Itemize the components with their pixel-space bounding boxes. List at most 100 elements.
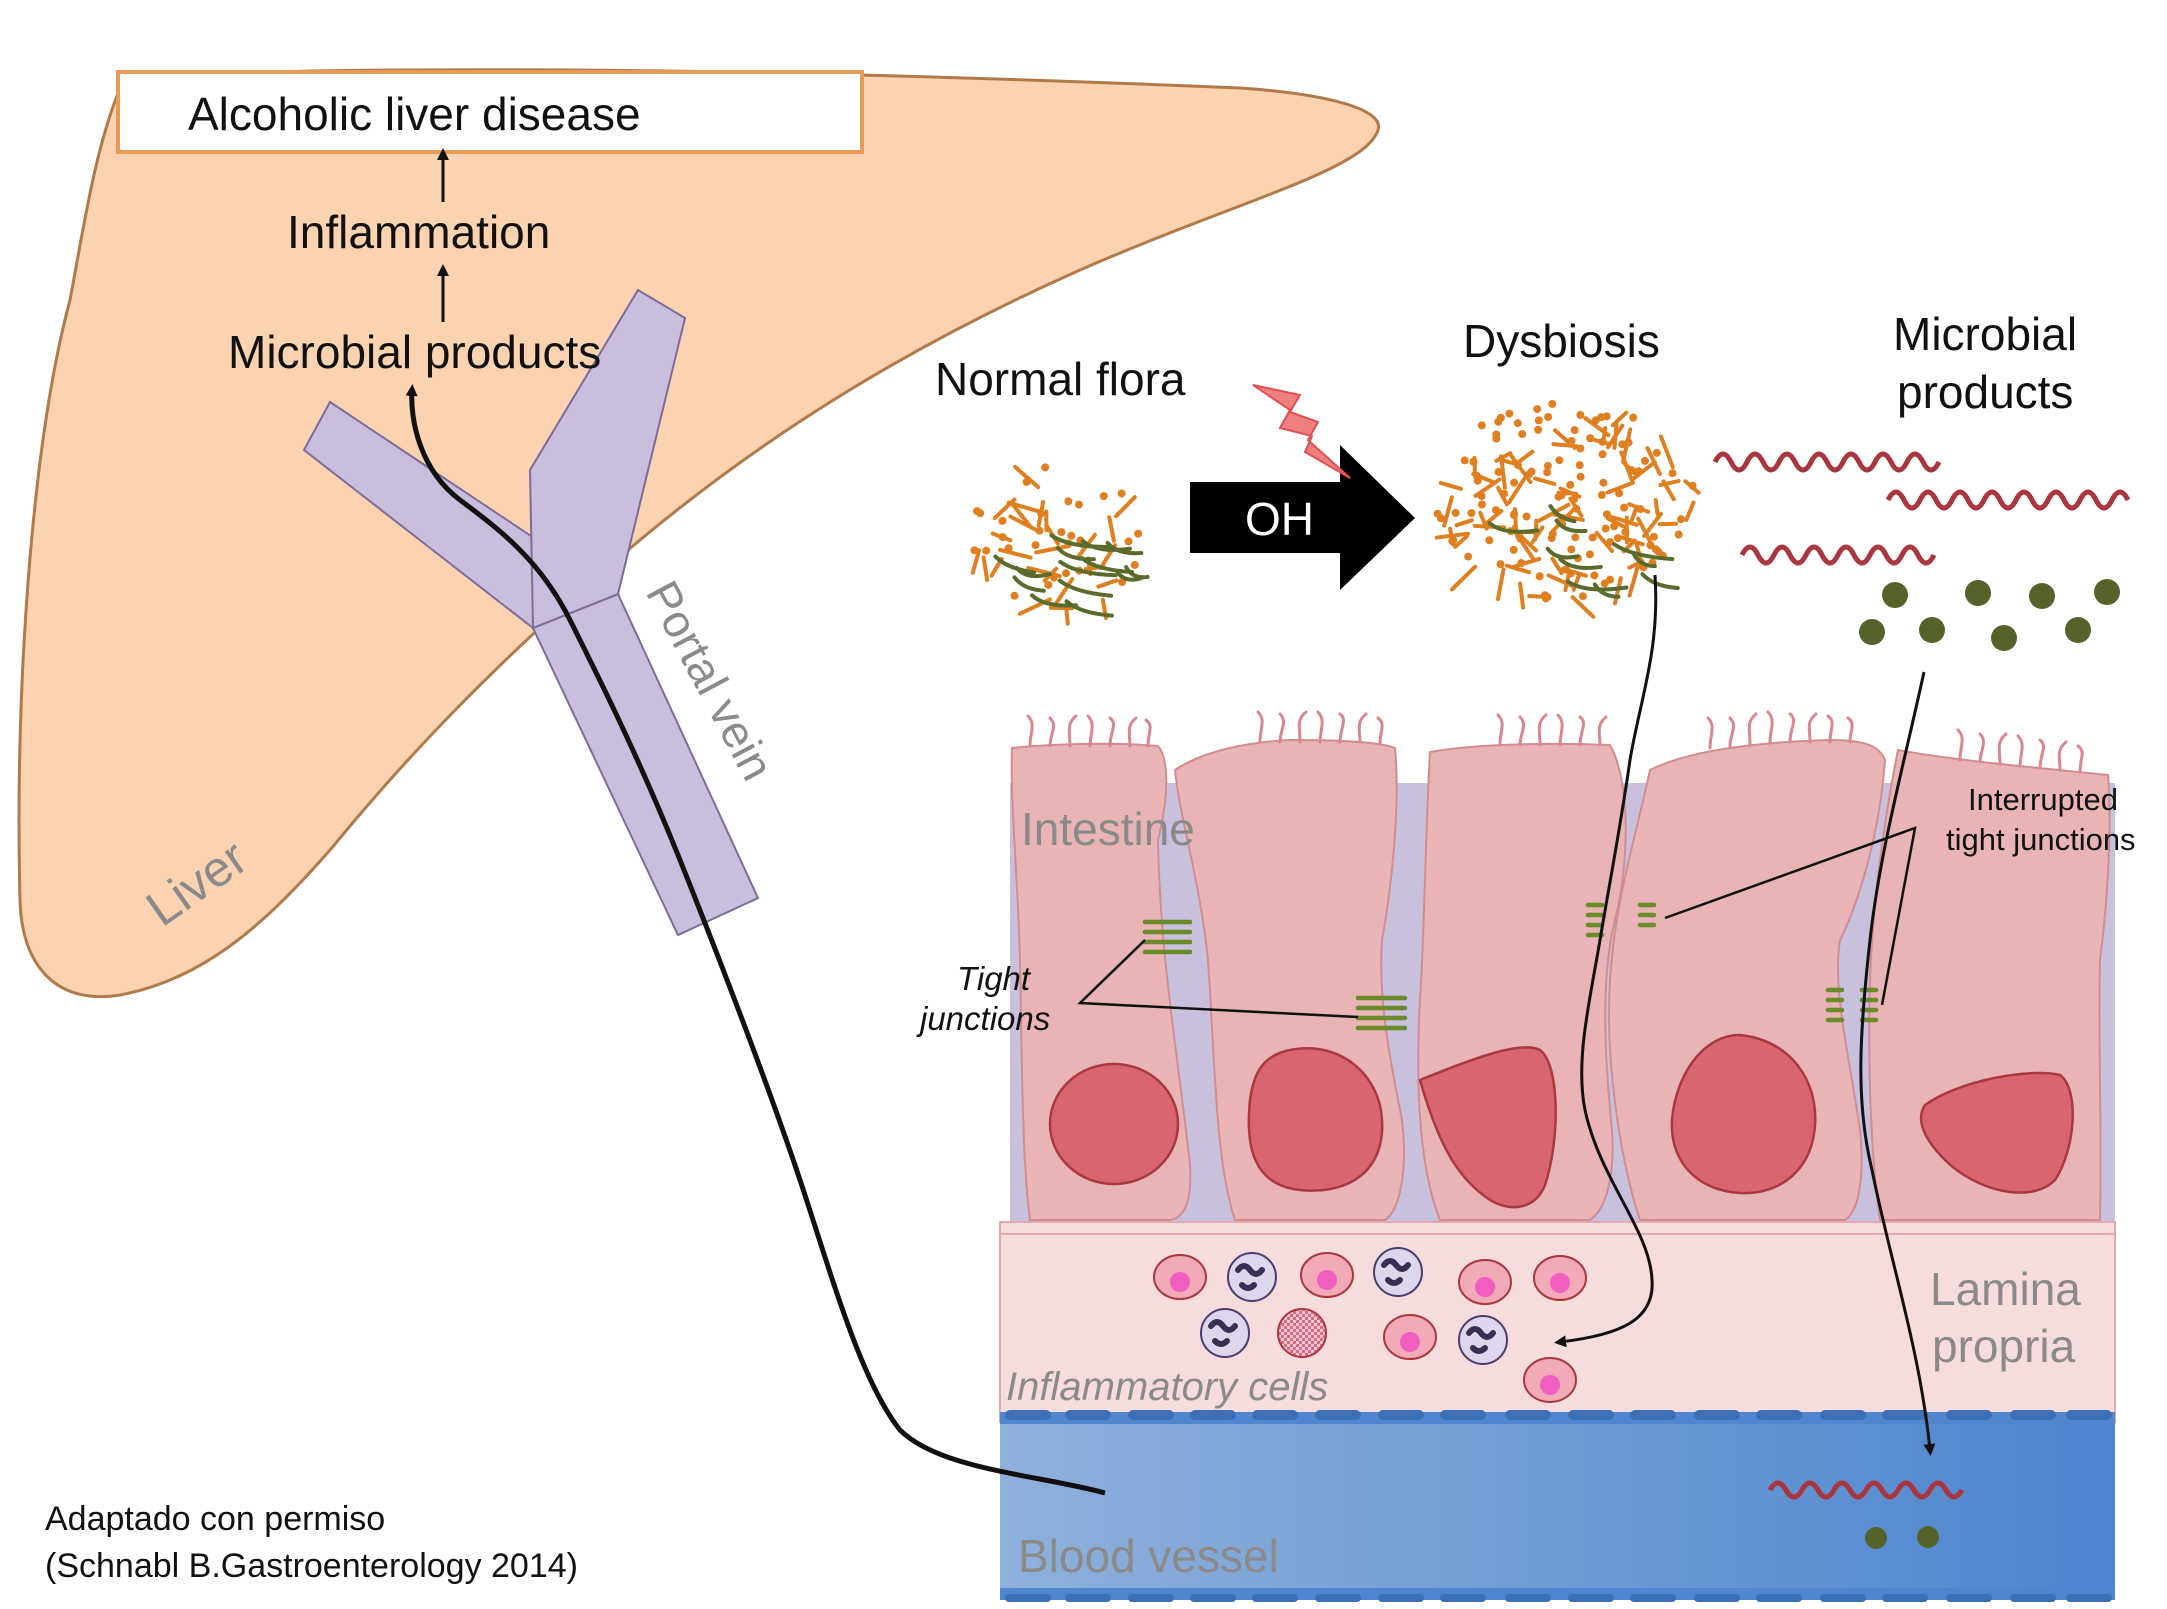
bacterium-coccus	[1572, 505, 1580, 513]
bacterium-coccus	[1567, 570, 1575, 578]
bacterium-coccus	[1533, 405, 1541, 413]
bacterium-coccus	[1555, 456, 1563, 464]
bacterium-coccus	[1599, 450, 1607, 458]
disease-label: Alcoholic liver disease	[188, 88, 641, 140]
normal-flora-cluster	[970, 463, 1147, 623]
bacterium-coccus	[1669, 469, 1677, 477]
bacterium-coccus	[1500, 490, 1508, 498]
bacterium-coccus	[1514, 461, 1522, 469]
bacterium-rod	[1520, 584, 1523, 608]
bacterium-coccus	[1586, 550, 1594, 558]
bacterium-coccus	[1067, 532, 1075, 540]
bacterium-coccus	[1044, 581, 1052, 589]
bacterium-coccus	[1118, 489, 1126, 497]
bacterium-coccus	[1064, 497, 1072, 505]
bacterium-coccus	[998, 517, 1006, 525]
bacterium-coccus	[1567, 545, 1575, 553]
bacterium-coccus	[1606, 576, 1614, 584]
inflammation-label: Inflammation	[287, 206, 550, 258]
bacterium-coccus	[1510, 546, 1518, 554]
bacterium-coccus	[1618, 440, 1626, 448]
bacterium-coccus	[1568, 437, 1576, 445]
bacterium-coccus	[1005, 544, 1013, 552]
bacterium-rod	[1452, 567, 1475, 590]
bacterium-coccus	[1548, 400, 1556, 408]
bacterium-coccus	[1134, 530, 1142, 538]
portal-vein-trunk	[533, 594, 758, 935]
bacterium-coccus	[1602, 525, 1610, 533]
bacterium-rod	[1441, 483, 1461, 489]
bacterium-coccus	[1478, 501, 1486, 509]
immune-cell-lymphocyte	[1228, 1253, 1276, 1301]
bacterium-coccus	[1653, 449, 1661, 457]
microbial-products-liver-label: Microbial products	[228, 326, 601, 378]
bacterium-coccus	[1448, 537, 1456, 545]
dysbiosis-label: Dysbiosis	[1463, 315, 1660, 367]
bacterium-rod	[1613, 413, 1626, 425]
bacterium-coccus	[1590, 571, 1598, 579]
bacterium-coccus	[999, 533, 1007, 541]
bacterium-coccus	[1505, 410, 1513, 418]
bacterium-spiral	[1058, 548, 1094, 559]
bacterium-spiral	[1014, 577, 1043, 590]
lamina-label-2: propria	[1932, 1320, 2076, 1372]
bacterium-coccus	[1478, 421, 1486, 429]
bacterium-coccus	[1566, 481, 1574, 489]
bacterium-coccus	[1035, 527, 1043, 535]
bacterium-coccus	[1555, 493, 1563, 501]
microbial-products-dots	[1859, 579, 2120, 651]
bacterium-coccus	[1514, 419, 1522, 427]
bacterium-coccus	[1474, 477, 1482, 485]
bacterium-coccus	[1689, 482, 1697, 490]
bacterium-spiral	[1642, 574, 1677, 588]
bacterium-coccus	[1434, 510, 1442, 518]
bacterium-coccus	[1525, 470, 1533, 478]
bacterium-coccus	[1576, 445, 1584, 453]
bacterium-coccus	[1495, 468, 1503, 476]
bacterium-coccus	[1544, 413, 1552, 421]
bacterium-rod	[1000, 550, 1031, 558]
immune-cell-pink	[1154, 1255, 1206, 1299]
bacterium-coccus	[1592, 416, 1600, 424]
bacterium-coccus	[1100, 492, 1108, 500]
bacterium-rod	[1535, 478, 1554, 484]
bacterium-coccus	[1599, 479, 1607, 487]
bacterium-coccus	[1548, 534, 1556, 542]
lamina-label-1: Lamina	[1930, 1263, 2081, 1315]
bacterium-coccus	[1467, 509, 1475, 517]
blood-microbial-dot	[1917, 1526, 1939, 1548]
immune-cell-pink	[1534, 1256, 1586, 1300]
bacterium-coccus	[973, 507, 981, 515]
immune-cell-lymphocyte	[1201, 1309, 1249, 1357]
bacterium-coccus	[1496, 560, 1504, 568]
bacterium-coccus	[1586, 434, 1594, 442]
bacterium-rod	[1686, 502, 1693, 520]
bacterium-coccus	[1614, 534, 1622, 542]
bacterium-coccus	[1650, 533, 1658, 541]
bacterium-coccus	[1571, 533, 1579, 541]
credit-line-1: Adaptado con permiso	[45, 1500, 385, 1538]
bacterium-coccus	[1621, 528, 1629, 536]
nucleus-1	[1050, 1064, 1178, 1184]
bacterium-coccus	[1075, 501, 1083, 509]
bacterium-coccus	[1534, 426, 1542, 434]
oh-label: OH	[1245, 493, 1314, 545]
bacterium-coccus	[1023, 478, 1031, 486]
blood-vessel-label: Blood vessel	[1018, 1530, 1279, 1582]
intestine-label: Intestine	[1021, 803, 1195, 855]
bacterium-coccus	[1570, 495, 1578, 503]
microbial-wave	[1888, 492, 2128, 508]
bacterium-coccus	[1469, 458, 1477, 466]
bacterium-coccus	[1577, 473, 1585, 481]
immune-cell-granulocyte	[1278, 1309, 1326, 1357]
immune-cell-pink	[1459, 1260, 1511, 1304]
bacterium-rod	[1116, 497, 1135, 516]
bacterium-rod	[1444, 497, 1452, 525]
bacterium-rod	[1109, 517, 1114, 540]
bacterium-coccus	[970, 546, 978, 554]
normal-flora-label: Normal flora	[935, 353, 1186, 405]
bacterium-rod	[1498, 569, 1504, 599]
bacterium-coccus	[1522, 513, 1530, 521]
lightning-icon	[1253, 385, 1350, 478]
